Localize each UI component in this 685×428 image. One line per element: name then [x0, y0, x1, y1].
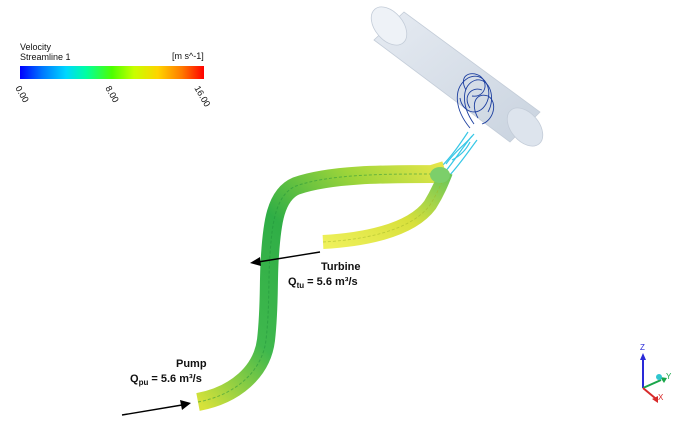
axis-x-label: X: [658, 393, 664, 402]
turbine-flow-value: = 5.6 m³/s: [304, 276, 358, 288]
turbine-flow-subscript: tu: [296, 281, 305, 291]
turbine-flow-arrow: [250, 251, 321, 266]
pump-flow-value: = 5.6 m³/s: [148, 373, 202, 385]
pump-flow-arrow: [121, 400, 191, 416]
legend-title: Velocity: [20, 42, 52, 52]
axis-z-label: Z: [640, 343, 645, 352]
pump-flow-symbol: Q: [130, 373, 139, 385]
reservoir-spiral-streamlines: [456, 73, 495, 129]
legend-units: [m s^-1]: [172, 51, 204, 61]
legend-subtitle: Streamline 1: [20, 52, 71, 62]
junction: [430, 167, 450, 183]
turbine-flow-symbol: Q: [288, 276, 297, 288]
pump-label: Pump: [176, 358, 207, 370]
axis-y-label: Y: [666, 372, 672, 381]
reservoir-cylinder: [370, 6, 544, 147]
turbine-flow-rate: Qtu = 5.6 m³/s: [288, 276, 358, 290]
pump-flow-rate: Qpu = 5.6 m³/s: [130, 373, 202, 387]
pump-flow-subscript: pu: [138, 378, 149, 388]
turbine-label: Turbine: [321, 261, 361, 273]
axis-triad: [640, 353, 667, 403]
velocity-colorbar: [20, 66, 204, 79]
